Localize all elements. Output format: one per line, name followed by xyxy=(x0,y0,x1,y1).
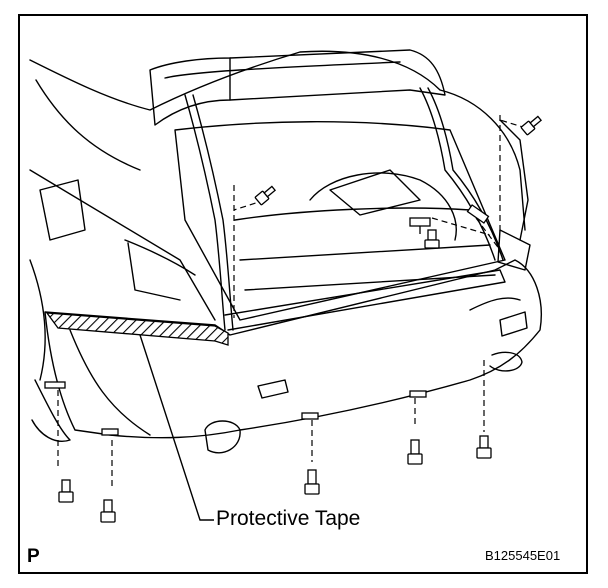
protective-tape-strip xyxy=(45,312,229,346)
figure-code: B125545E01 xyxy=(485,548,561,563)
screw-icon xyxy=(407,439,423,465)
exhaust-tip xyxy=(204,420,241,454)
screw-icon xyxy=(520,115,543,136)
screw-icon xyxy=(254,185,277,206)
clip-icon xyxy=(466,204,490,224)
trunk-lid xyxy=(149,49,446,126)
bumper-cover xyxy=(44,259,542,439)
callout-leader xyxy=(139,334,214,521)
fender-arc xyxy=(29,259,46,381)
screw-icon xyxy=(100,499,116,523)
assembly-line xyxy=(431,217,491,236)
clip-icon xyxy=(409,217,431,234)
screw-icon xyxy=(476,435,492,459)
rear-window xyxy=(35,79,141,171)
clip-icon xyxy=(301,412,319,420)
assembly-line xyxy=(469,209,501,251)
tail-lamp-left xyxy=(39,179,86,241)
reflector-right xyxy=(499,311,528,337)
quarter-panel xyxy=(29,169,216,321)
figure-frame xyxy=(18,14,588,574)
clip-icon xyxy=(409,390,427,398)
screw-icon xyxy=(304,469,320,495)
car-body-outline xyxy=(29,50,526,231)
screw-icon xyxy=(424,229,440,249)
tail-lamp-right xyxy=(497,229,531,271)
clip-icon xyxy=(101,428,119,436)
corner-mark: P xyxy=(27,546,40,567)
trunk-sill xyxy=(224,269,506,331)
clip-icon xyxy=(44,381,66,389)
protective-tape-label: Protective Tape xyxy=(216,507,361,530)
screw-icon xyxy=(58,479,74,503)
wheel-arch xyxy=(31,379,71,442)
trunk-floor-bulge xyxy=(309,172,457,241)
trunk-hinge-left xyxy=(184,94,226,331)
reflector-left xyxy=(257,379,289,399)
trunk-opening xyxy=(174,121,506,321)
